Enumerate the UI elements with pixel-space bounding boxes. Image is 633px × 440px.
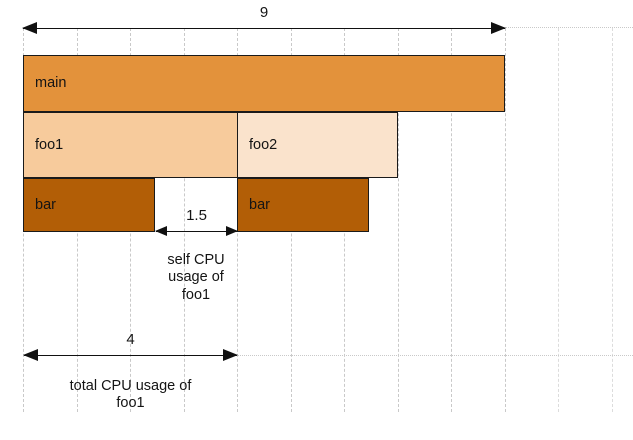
gridline-8 [451, 28, 452, 412]
annotation-line-2: usage of [168, 269, 224, 286]
arrowhead-right-icon [223, 348, 238, 361]
measure-line [23, 28, 505, 29]
gridline-3 [183, 28, 185, 412]
gridline-11 [611, 28, 613, 412]
frame-foo2[interactable]: foo2 [237, 112, 398, 178]
frame-label-foo2: foo2 [249, 136, 278, 153]
measure-value-self-foo1: 1.5 [186, 207, 207, 224]
annotation-total-cpu-foo1: total CPU usage of foo1 [10, 378, 251, 413]
axis-top-dotted-rule [505, 27, 633, 28]
measure-line [156, 231, 237, 232]
measure-value-total-foo1: 4 [126, 331, 135, 348]
frame-foo1[interactable]: foo1 [23, 112, 238, 178]
arrowhead-left-icon [155, 225, 167, 236]
arrowhead-right-icon [491, 21, 506, 34]
measure-line [24, 355, 237, 356]
annotation-line-3: foo1 [181, 286, 211, 303]
frame-label-bar-left: bar [35, 196, 56, 213]
gridline-7 [397, 28, 399, 412]
frame-bar-right[interactable]: bar [237, 178, 369, 232]
annotation-line-2: foo1 [116, 395, 145, 412]
axis-bottom-dotted-rule [237, 355, 633, 356]
arrowhead-left-icon [23, 348, 38, 361]
annotation-line-1: total CPU usage of [69, 378, 192, 394]
frame-label-main: main [35, 75, 67, 92]
arrowhead-right-icon [226, 225, 238, 236]
frame-main[interactable]: main [23, 55, 505, 112]
frame-bar-left[interactable]: bar [23, 178, 155, 232]
measure-value-total-main: 9 [259, 4, 269, 21]
frame-label-foo1: foo1 [35, 136, 64, 153]
gridline-9 [504, 28, 506, 412]
gridline-10 [558, 28, 559, 412]
annotation-self-cpu-foo1: self CPU usage of foo1 [116, 252, 276, 304]
arrowhead-left-icon [22, 21, 37, 34]
frame-label-bar-right: bar [249, 196, 270, 213]
annotation-line-1: self CPU [167, 252, 225, 268]
